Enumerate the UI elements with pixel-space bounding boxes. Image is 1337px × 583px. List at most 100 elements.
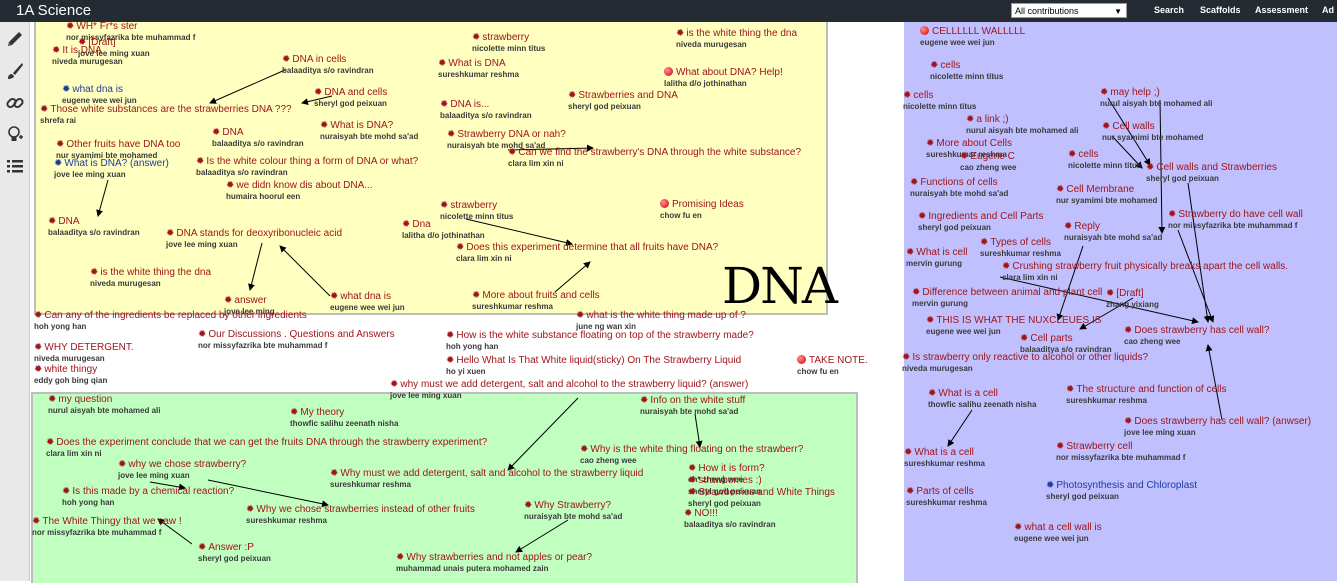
search-link[interactable]: Search [1154, 5, 1185, 15]
note[interactable]: ✹Is this made by a chemical reaction?hoh… [62, 487, 234, 507]
note[interactable]: ✹[Draft]zhang yixiang [1106, 289, 1159, 309]
note[interactable]: ✹Crushing strawberry fruit physically br… [1002, 262, 1288, 282]
scaffolds-link[interactable]: Scaffolds [1200, 5, 1241, 15]
note[interactable]: ✹Hello What Is That White liquid(sticky)… [446, 356, 741, 376]
note[interactable]: ✹Those white substances are the strawber… [40, 105, 292, 125]
pencil-tool-button[interactable] [0, 24, 29, 54]
note[interactable]: ✹we didn know dis about DNA...humaira ho… [226, 181, 373, 201]
note[interactable]: ✹strawberries :)sheryl god peixuan [688, 476, 762, 496]
scaffold-tool-button[interactable] [0, 120, 29, 150]
note[interactable]: ✹Our Discussions . Questions and Answers… [198, 330, 395, 350]
note[interactable]: ✹Does this experiment determine that all… [456, 243, 718, 263]
note[interactable]: ✹What is DNA? (answer)jove lee ming xuan [54, 159, 169, 179]
note[interactable]: ✹Is the white colour thing a form of DNA… [196, 157, 418, 177]
note[interactable]: ✹may help ;)nurul aisyah bte mohamed ali [1100, 88, 1212, 108]
note[interactable]: ✹DNA is...balaaditya s/o ravindran [440, 100, 532, 120]
note[interactable]: ✹How is the white substance floating on … [446, 331, 754, 351]
note[interactable]: ✹Is strawberry only reactive to alcohol … [902, 353, 1148, 373]
list-tool-button[interactable] [0, 152, 29, 182]
note[interactable]: ✹Why we chose strawberries instead of ot… [246, 505, 475, 525]
note[interactable]: ✹Does strawberry has cell wall? (anwser)… [1124, 417, 1311, 437]
note[interactable]: TAKE NOTE.chow fu en [797, 355, 868, 376]
note[interactable]: ✹Does strawberry has cell wall?cao zheng… [1124, 326, 1269, 346]
note[interactable]: ✹what is the white thing made up of ?jun… [576, 311, 746, 331]
note[interactable]: ✹What is DNA?nuraisyah bte mohd sa'ad [320, 121, 418, 141]
note[interactable]: ✹Why strawberries and not apples or pear… [396, 553, 592, 573]
note[interactable]: ✹Why must we add detergent, salt and alc… [330, 469, 643, 489]
admin-link[interactable]: Ad [1322, 5, 1334, 15]
pencil-icon [7, 32, 22, 46]
note[interactable]: ✹Can we find the strawberry's DNA throug… [508, 148, 801, 168]
note[interactable]: ✹The White Thingy that we saw !nor missy… [32, 517, 182, 537]
note[interactable]: ✹Can any of the ingredients be replaced … [34, 311, 307, 331]
link-tool-button[interactable] [0, 88, 29, 118]
assessment-link[interactable]: Assessment [1255, 5, 1309, 15]
note[interactable]: ✹Does the experiment conclude that we ca… [46, 438, 487, 458]
note[interactable]: ✹why we chose strawberry?jove lee ming x… [118, 460, 246, 480]
note[interactable]: ✹a link ;)nurul aisyah bte mohamed ali [966, 115, 1078, 135]
note[interactable]: ✹[Draft]jove lee ming xuan [78, 38, 150, 58]
note[interactable]: What about DNA? Help!lalitha d/o jothina… [664, 67, 783, 88]
note[interactable]: ✹WHY DETERGENT.niveda murugesan [34, 343, 134, 363]
note[interactable]: ✹Strawberry DNA or nah?nuraisyah bte moh… [447, 130, 566, 150]
note[interactable]: ✹Difference between animal and plant cel… [912, 288, 1102, 308]
brush-tool-button[interactable] [0, 56, 29, 86]
note[interactable]: ✹Why is the white thing floating on the … [580, 445, 803, 465]
note[interactable]: ✹How it is form?ch* zheng wee [688, 464, 765, 484]
note[interactable]: ✹Why Strawberry?nuraisyah bte mohd sa'ad [524, 501, 622, 521]
note[interactable]: ✹NO!!!balaaditya s/o ravindran [684, 509, 776, 529]
note[interactable]: ✹why must we add detergent, salt and alc… [390, 380, 748, 400]
contributions-filter-select[interactable]: All contributions ▼ [1011, 3, 1127, 18]
